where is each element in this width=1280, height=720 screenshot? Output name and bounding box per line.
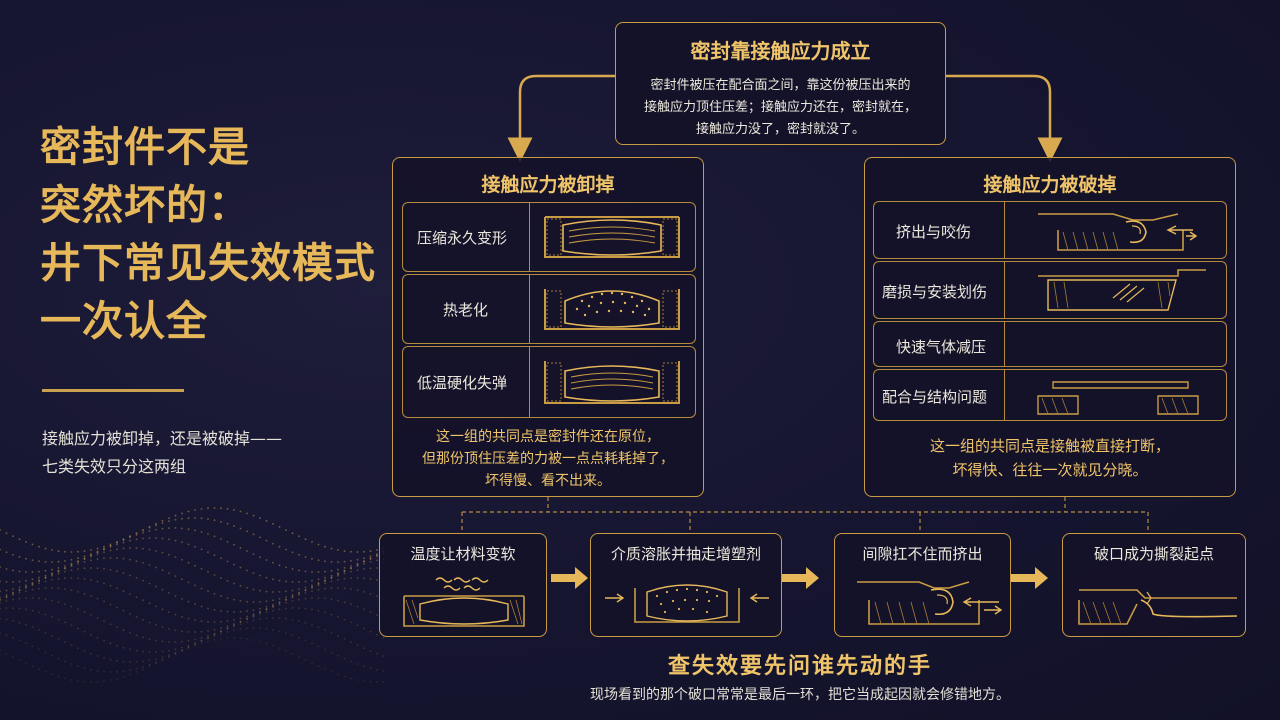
failure-label: 压缩永久变形 <box>417 229 508 247</box>
failure-row-fit-structure: 配合与结构问题 <box>873 369 1227 421</box>
page-title-line: 密封件不是 <box>40 123 250 171</box>
failure-row-cold-hardening: 低温硬化失弹 <box>402 346 696 418</box>
core-principle-box: 密封靠接触应力成立 密封件被压在配合面之间，靠这份被压出来的 接触应力顶住压差；… <box>615 22 946 145</box>
decorative-dot-wave <box>0 507 385 683</box>
failure-row-compression-set: 压缩永久变形 <box>402 202 696 272</box>
core-principle-line: 接触应力顶住压差；接触应力还在，密封就在， <box>643 100 917 115</box>
flow-step-label: 破口成为撕裂起点 <box>1093 545 1214 563</box>
note-line: 坏得快、往往一次就见分晓。 <box>952 461 1148 479</box>
core-principle-line: 接触应力没了，密封就没了。 <box>695 122 865 137</box>
flow-step-swelling: 介质溶胀并抽走增塑剂 <box>590 533 782 637</box>
stress-broken-note: 这一组的共同点是接触被直接打断， 坏得快、往往一次就见分晓。 <box>865 434 1235 482</box>
stress-relieved-title: 接触应力被卸掉 <box>481 174 615 196</box>
flow-step-label: 介质溶胀并抽走增塑剂 <box>610 545 761 563</box>
flow-step-tear-origin: 破口成为撕裂起点 <box>1062 533 1246 637</box>
arrow-to-left-group <box>507 74 615 163</box>
note-line: 这一组的共同点是密封件还在原位， <box>436 429 660 445</box>
note-line: 坏得慢、看不出来。 <box>485 473 611 489</box>
failure-row-heat-aging: 热老化 <box>402 274 696 344</box>
bottom-subtitle: 现场看到的那个破口常常是最后一环，把它当成起因就会修错地方。 <box>590 687 1010 703</box>
failure-row-extrusion: 挤出与咬伤 <box>873 201 1227 259</box>
bottom-title: 查失效要先问谁先动的手 <box>667 654 932 679</box>
tear-origin-illustration-icon <box>1078 589 1238 625</box>
note-line: 这一组的共同点是接触被直接打断， <box>929 437 1170 455</box>
note-line: 但那份顶住压差的力被一点点耗耗掉了， <box>422 451 674 467</box>
stress-relieved-note: 这一组的共同点是密封件还在原位， 但那份顶住压差的力被一点点耗耗掉了， 坏得慢、… <box>393 426 703 492</box>
extrusion-illustration-icon <box>1038 213 1198 251</box>
softening-illustration-icon <box>403 577 525 627</box>
flow-step-label: 温度让材料变软 <box>410 545 516 563</box>
wear-scratch-illustration-icon <box>1038 269 1206 311</box>
failure-label: 配合与结构问题 <box>882 388 988 406</box>
flow-step-label: 间隙扛不住而挤出 <box>862 545 983 563</box>
core-principle-title: 密封靠接触应力成立 <box>690 39 871 63</box>
failure-label: 快速气体减压 <box>896 338 987 356</box>
dashed-links <box>461 497 1149 530</box>
failure-label: 低温硬化失弹 <box>417 374 508 392</box>
subtitle: 接触应力被卸掉，还是被破掉—— 七类失效只分这两组 <box>42 425 362 481</box>
page-title: 密封件不是 突然坏的： 井下常见失效模式 一次认全 <box>40 118 380 350</box>
failure-row-wear-scratch: 磨损与安装划伤 <box>873 261 1227 319</box>
subtitle-line: 七类失效只分这两组 <box>42 457 187 476</box>
compression-set-illustration-icon <box>544 216 680 258</box>
failure-label: 磨损与安装划伤 <box>882 283 988 301</box>
failure-label: 热老化 <box>443 301 489 319</box>
core-principle-line: 密封件被压在配合面之间，靠这份被压出来的 <box>650 78 911 93</box>
flow-arrow-1 <box>551 567 588 589</box>
fit-structure-illustration-icon <box>1037 381 1199 415</box>
stress-broken-title: 接触应力被破掉 <box>983 174 1117 196</box>
failure-label: 挤出与咬伤 <box>896 223 972 241</box>
flow-arrow-2 <box>782 567 819 589</box>
page-title-line: 井下常见失效模式 <box>40 239 376 287</box>
left-panel: 密封件不是 突然坏的： 井下常见失效模式 一次认全 接触应力被卸掉，还是被破掉—… <box>0 0 385 720</box>
page-title-line: 突然坏的： <box>40 181 250 229</box>
gap-extrusion-illustration-icon <box>857 581 1003 625</box>
heat-aging-illustration-icon <box>544 289 680 330</box>
arrow-to-right-group <box>945 74 1063 163</box>
cold-hardening-illustration-icon <box>544 361 680 404</box>
page-title-line: 一次认全 <box>40 297 208 345</box>
flow-arrow-3 <box>1011 567 1048 589</box>
stress-broken-group: 接触应力被破掉 挤出与咬伤 磨损与安装划伤 快速气体减压 <box>864 157 1236 497</box>
flow-step-temperature-softening: 温度让材料变软 <box>379 533 547 637</box>
failure-row-rapid-gas-decompression: 快速气体减压 <box>873 321 1227 367</box>
core-principle-body: 密封件被压在配合面之间，靠这份被压出来的 接触应力顶住压差；接触应力还在，密封就… <box>616 75 945 141</box>
swelling-illustration-icon <box>605 584 769 623</box>
stress-relieved-group: 接触应力被卸掉 压缩永久变形 热老化 <box>392 157 704 497</box>
flow-step-extrusion: 间隙扛不住而挤出 <box>834 533 1011 637</box>
subtitle-line: 接触应力被卸掉，还是被破掉—— <box>42 429 283 448</box>
title-divider <box>42 389 184 392</box>
